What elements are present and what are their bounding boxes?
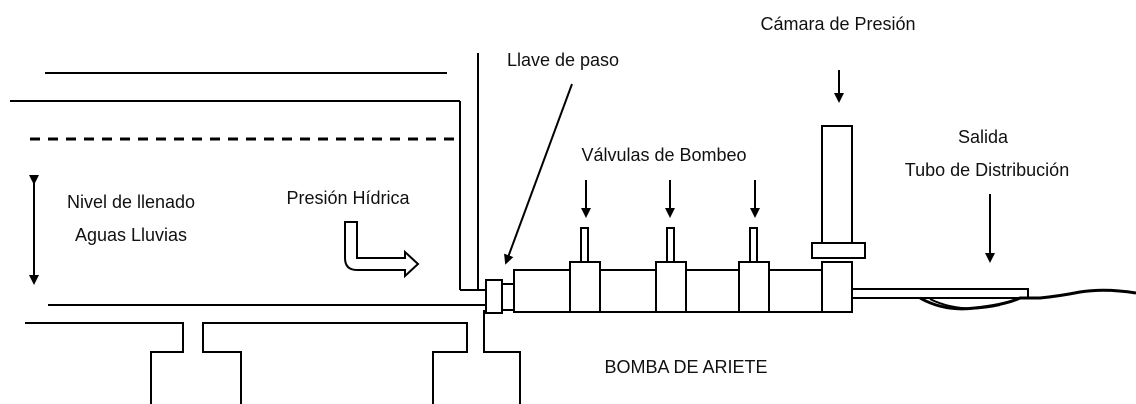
chamber-base — [821, 261, 853, 313]
water-tank — [10, 53, 490, 306]
ram-pump-assembly — [485, 125, 1029, 314]
rainwater-label: Aguas Lluvias — [75, 225, 187, 245]
tank-supports — [25, 310, 521, 404]
shutoff-valve-collar — [501, 283, 515, 311]
outlet-puddle — [929, 298, 1001, 310]
water-pressure-arrow — [344, 221, 420, 279]
water-pressure-label: Presión Hídrica — [286, 188, 410, 208]
fill-level-label: Nivel de llenado — [67, 192, 195, 212]
pump-valve-1-stem — [580, 227, 589, 263]
pump-valve-1 — [569, 261, 601, 313]
pump-valve-3 — [738, 261, 770, 313]
ram-pump-title: BOMBA DE ARIETE — [604, 357, 767, 377]
pressure-chamber — [821, 125, 853, 244]
outlet-label: Salida — [958, 127, 1009, 147]
right-support — [483, 310, 521, 404]
shutoff-valve-pointer-arrow — [504, 83, 573, 265]
pump-valve-3-stem — [749, 227, 758, 263]
shutoff-valve-label: Llave de paso — [507, 50, 619, 70]
middle-support — [202, 322, 468, 404]
pump-valve-2-stem — [666, 227, 675, 263]
chamber-flange — [811, 242, 866, 259]
pump-valve-2 — [655, 261, 687, 313]
shutoff-valve-body — [485, 279, 503, 314]
distribution-pipe — [851, 288, 1029, 299]
pressure-chamber-label: Cámara de Presión — [760, 14, 915, 34]
left-support — [25, 322, 184, 404]
pump-valves-label: Válvulas de Bombeo — [581, 145, 746, 165]
distribution-pipe-label: Tubo de Distribución — [905, 160, 1069, 180]
ground-line — [919, 288, 1136, 311]
